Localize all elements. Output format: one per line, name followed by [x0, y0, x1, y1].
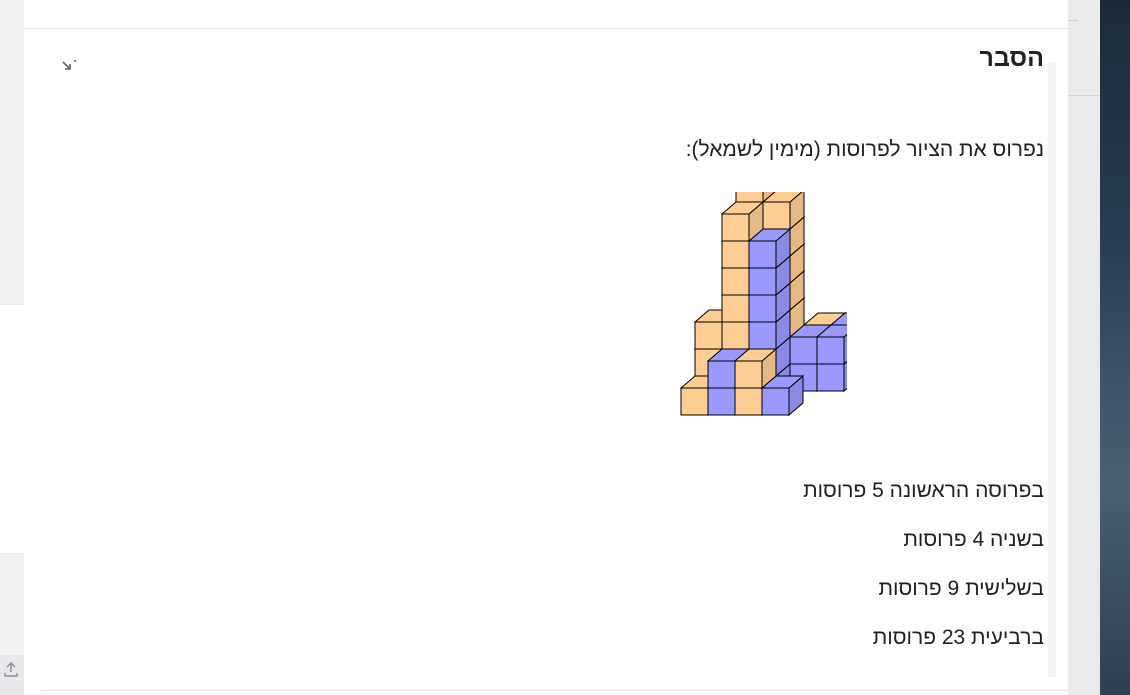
cube-front-face	[748, 240, 777, 269]
cube-front-face	[680, 387, 709, 416]
cube-front-face	[721, 240, 750, 269]
slices-list: בפרוסה הראשונה 5 פרוסות בשניה 4 פרוסות ב…	[624, 477, 1044, 673]
explanation-modal: הסבר נפרוס את הציור לפרוסות (מימין לשמאל…	[24, 0, 1068, 695]
cube-front-face	[721, 267, 750, 296]
background-divider	[1068, 95, 1100, 96]
cube-front-face	[721, 294, 750, 323]
cube-front-face	[734, 387, 763, 416]
cube-front-face	[748, 267, 777, 296]
upload-icon[interactable]	[2, 660, 20, 678]
modal-footer-divider	[41, 690, 1068, 691]
cube-front-face	[748, 321, 777, 350]
background-photo	[1100, 0, 1130, 695]
panel-title: הסבר	[979, 44, 1044, 72]
cube-front-face	[707, 360, 736, 389]
cube-front-face	[761, 387, 790, 416]
cube-stack-figure	[679, 192, 847, 417]
cube-front-face	[748, 294, 777, 323]
cube-front-face	[816, 363, 845, 392]
cube-front-face	[735, 192, 764, 203]
cube-side-face	[762, 192, 776, 204]
cube-front-face	[762, 201, 791, 230]
cube-top-face	[829, 312, 847, 326]
slice-1-text: בפרוסה הראשונה 5 פרוסות	[803, 479, 1044, 502]
background-right	[1068, 0, 1100, 695]
cube-front-face	[816, 336, 845, 365]
cube-front-face	[789, 336, 818, 365]
collapse-arrow-icon[interactable]	[57, 58, 79, 74]
explanation-panel: הסבר נפרוס את הציור לפרוסות (מימין לשמאל…	[41, 44, 1056, 677]
explanation-intro: נפרוס את הציור לפרוסות (מימין לשמאל):	[685, 138, 1044, 161]
cube-front-face	[694, 321, 723, 350]
slice-2-text: בשניה 4 פרוסות	[903, 528, 1044, 551]
cube-front-face	[721, 321, 750, 350]
cube-front-face	[721, 213, 750, 242]
modal-header	[24, 0, 1068, 29]
background-divider	[1068, 20, 1078, 21]
slice-4-text: ברביעית 23 פרוסות	[872, 626, 1044, 649]
cube-front-face	[734, 360, 763, 389]
slice-3-text: בשלישית 9 פרוסות	[878, 577, 1044, 600]
cube-front-face	[707, 387, 736, 416]
background-left-bottom	[0, 655, 24, 695]
